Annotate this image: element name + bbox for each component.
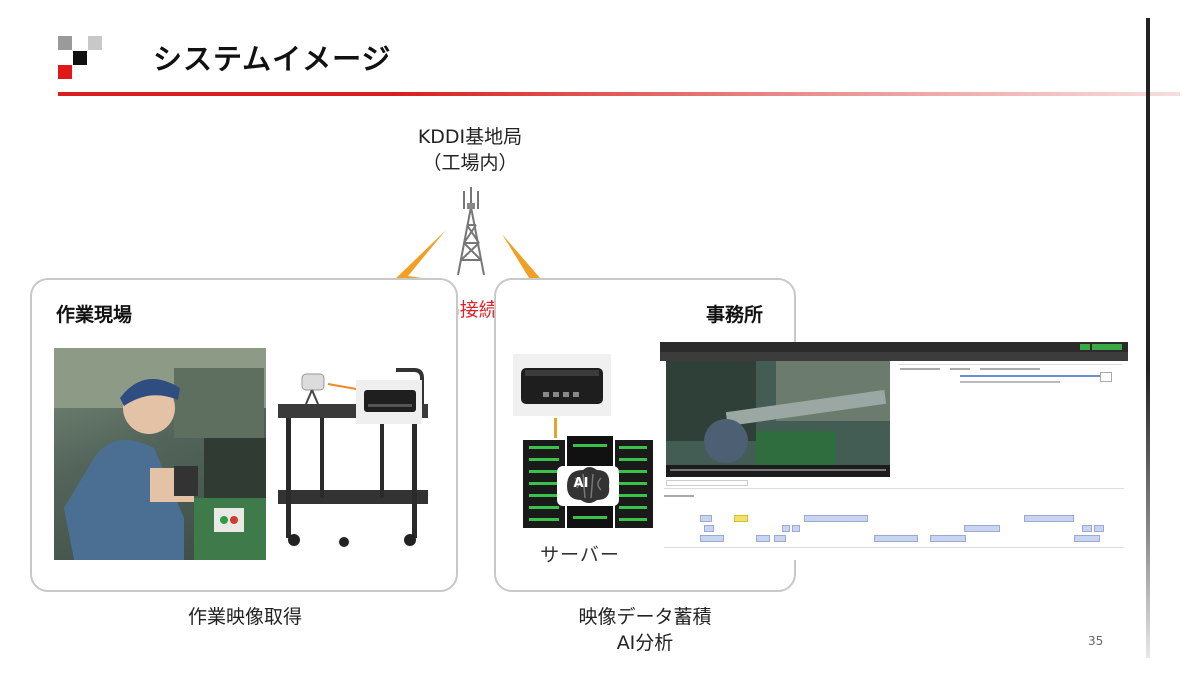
cart-camera-photo	[278, 368, 428, 547]
office-caption-line2: AI分析	[616, 632, 674, 654]
worksite-caption: 作業映像取得	[187, 606, 302, 628]
worksite-label: 作業現場	[56, 304, 133, 326]
slide-title: システムイメージ	[153, 42, 392, 76]
office-caption: 映像データ蓄積 AI分析	[540, 604, 750, 656]
office-caption-line1: 映像データ蓄積	[578, 606, 712, 628]
side-rule	[1146, 18, 1150, 658]
cell-tower-icon	[457, 187, 485, 276]
office-label: 事務所	[706, 304, 764, 326]
title-divider	[58, 92, 1180, 96]
base-station-name: KDDI基地局	[417, 126, 523, 148]
video-analysis-app-screenshot	[660, 342, 1128, 560]
server-rack-photo	[523, 436, 653, 528]
device-server-connector	[554, 418, 557, 438]
worker-photo	[54, 348, 266, 560]
page-number: 35	[1088, 634, 1104, 648]
edge-device-photo	[513, 354, 611, 416]
base-station-location: （工場内）	[422, 152, 518, 174]
server-label: サーバー	[540, 544, 620, 566]
base-station-label: KDDI基地局 （工場内）	[380, 124, 560, 176]
event-timeline	[664, 488, 1124, 560]
ai-brain-icon: AI	[573, 476, 589, 491]
